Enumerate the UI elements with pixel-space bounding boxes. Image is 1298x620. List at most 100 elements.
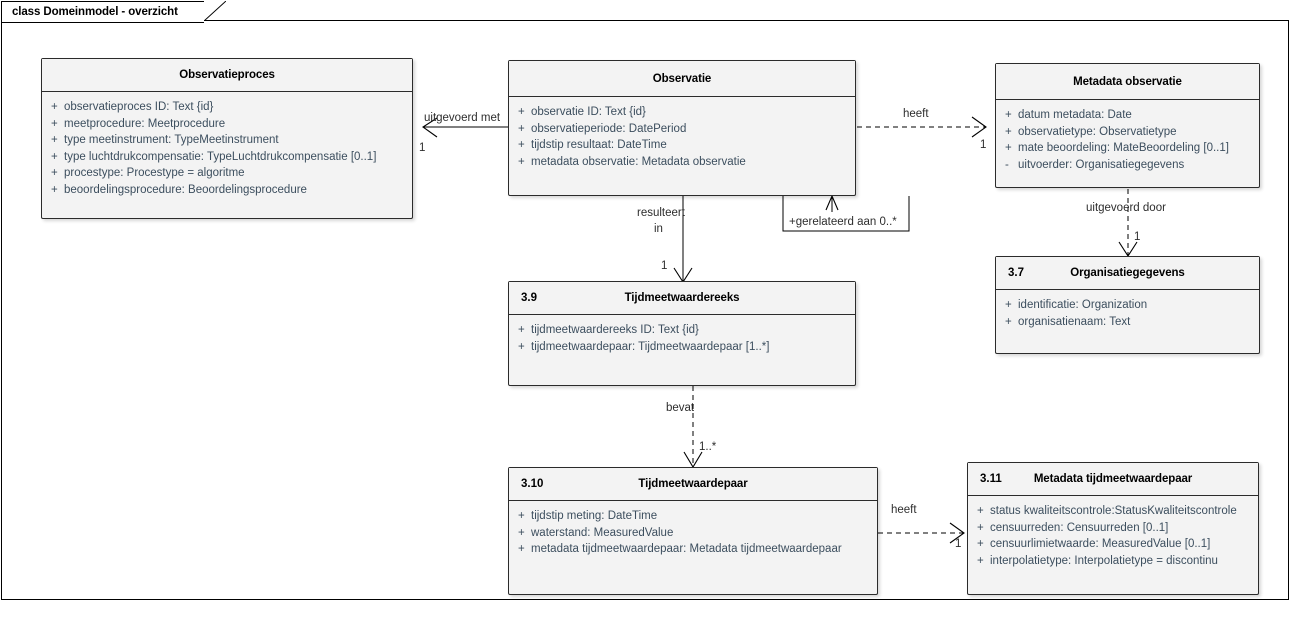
class-number-organisatiegegevens: 3.7 [1008, 267, 1024, 279]
attribute-text: censuurreden: Censuurreden [0..1] [990, 521, 1169, 534]
attribute-row: + tijdstip resultaat: DateTime [509, 137, 855, 154]
attribute-text: uitvoerder: Organisatiegegevens [1018, 158, 1185, 171]
attribute-row: -uitvoerder: Organisatiegegevens [996, 157, 1259, 174]
attribute-row: + waterstand: MeasuredValue [509, 525, 877, 542]
attribute-row: +observatie ID: Text {id} [509, 104, 855, 121]
attribute-text: tijdstip meting: DateTime [531, 510, 658, 522]
attribute-text: observatieperiode: DatePeriod [531, 122, 687, 135]
attribute-visibility: + [1005, 142, 1012, 154]
attribute-visibility: + [977, 554, 984, 567]
class-title-tijdmeetwaardereeks: Tijdmeetwaardereeks [624, 292, 740, 304]
attribute-visibility: + [1005, 315, 1012, 328]
class-title-tijdmeetwaardepaar: Tijdmeetwaardepaar [638, 478, 748, 490]
attribute-visibility: + [977, 505, 984, 517]
class-title-metadata-tijdmeetwaardepaar: Metadata tijdmeetwaardepaar [1033, 473, 1193, 485]
class-attributes-observatie: +observatie ID: Text {id} +observatieper… [509, 97, 855, 176]
frame-tab-slant-icon [204, 1, 226, 21]
attribute-row: +censuurlimietwaarde: MeasuredValue [0..… [968, 536, 1258, 553]
attribute-visibility: + [518, 340, 525, 353]
attribute-visibility: + [518, 526, 525, 539]
attribute-text: interpolatietype: Interpolatietype = dis… [990, 554, 1218, 567]
attribute-row: + observatieperiode: DatePeriod [509, 121, 855, 138]
class-header-tijdmeetwaardereeks: 3.9 Tijdmeetwaardereeks [509, 282, 855, 315]
relation-mult-bevat: 1..* [699, 441, 717, 453]
class-attributes-metadata-tijdmeetwaardepaar: + status kwaliteitscontrole:StatusKwalite… [968, 496, 1258, 575]
attribute-visibility: + [51, 134, 58, 146]
attribute-row: + procestype: Procestype = algoritme [42, 165, 412, 182]
class-title-observatie: Observatie [652, 72, 712, 85]
attribute-text: organisatienaam: Text [1018, 315, 1131, 328]
class-attributes-organisatiegegevens: + identificatie: Organization + organisati… [996, 290, 1259, 336]
attribute-text: datum metadata: Date [1018, 109, 1132, 121]
class-header-organisatiegegevens: 3.7 Organisatiegegevens [996, 257, 1259, 290]
attribute-text: identificatie: Organization [1018, 299, 1148, 311]
class-header-observatie: Observatie [509, 61, 855, 97]
class-box-observatie[interactable]: Observatie +observatie ID: Text {id} +ob… [508, 60, 856, 196]
attribute-text: meetprocedure: Meetprocedure [64, 117, 226, 130]
attribute-row: + type meetinstrument: TypeMeetinstrument [42, 132, 412, 149]
relation-label-bevat: bevat [666, 402, 695, 414]
class-header-metadata-observatie: Metadata observatie [996, 64, 1259, 100]
class-attributes-metadata-observatie: + datum metadata: Date +observatietype: O… [996, 100, 1259, 179]
attribute-row: + interpolatietype: Interpolatietype = di… [968, 553, 1258, 570]
relation-mult-heeft-metadata-tijdmeetwaardepaar: 1 [955, 538, 962, 550]
class-attributes-tijdmeetwaardereeks: +tijdmeetwaardereeks ID: Text {id} +tijd… [509, 315, 855, 361]
relation-label-heeft-metadata-observatie: heeft [903, 108, 929, 120]
attribute-row: + tijdmeetwaardepaar: Tijdmeetwaardepaar … [509, 339, 855, 356]
class-box-observatieproces[interactable]: Observatieproces + observatieproces ID: T… [41, 58, 413, 219]
attribute-visibility: + [518, 122, 525, 135]
attribute-visibility: + [1005, 109, 1012, 121]
diagram-frame [1, 20, 1289, 600]
attribute-visibility: + [1005, 299, 1012, 311]
class-attributes-observatieproces: + observatieproces ID: Text {id} + meetpro… [42, 92, 412, 204]
class-box-metadata-observatie[interactable]: Metadata observatie + datum metadata: Dat… [995, 63, 1260, 188]
attribute-row: + datum metadata: Date [996, 107, 1259, 124]
attribute-row: +beoordelingsprocedure: Beoordelingsproc… [42, 182, 412, 199]
attribute-text: metadata tijdmeetwaardepaar: Metadata ti… [531, 543, 842, 555]
class-box-metadata-tijdmeetwaardepaar[interactable]: 3.11 Metadata tijdmeetwaardepaar + status… [967, 462, 1259, 595]
attribute-visibility: + [51, 167, 58, 179]
attribute-text: metadata observatie: Metadata observatie [531, 155, 746, 168]
attribute-text: waterstand: MeasuredValue [531, 526, 674, 539]
attribute-visibility: + [518, 324, 525, 336]
relation-label-in: in [654, 223, 663, 235]
diagram-frame-tab: class Domeinmodel - overzicht [1, 1, 226, 23]
relation-label-uitgevoerd-door: uitgevoerd door [1086, 202, 1166, 214]
attribute-visibility: + [977, 521, 984, 534]
attribute-text: observatie ID: Text {id} [531, 106, 646, 118]
class-box-tijdmeetwaardepaar[interactable]: 3.10 Tijdmeetwaardepaar +tijdstip meting… [508, 467, 878, 595]
class-header-tijdmeetwaardepaar: 3.10 Tijdmeetwaardepaar [509, 468, 877, 501]
class-header-metadata-tijdmeetwaardepaar: 3.11 Metadata tijdmeetwaardepaar [968, 463, 1258, 496]
attribute-row: + identificatie: Organization [996, 297, 1259, 314]
attribute-text: procestype: Procestype = algoritme [64, 167, 245, 179]
attribute-row: +metadata observatie: Metadata observati… [509, 154, 855, 171]
class-number-tijdmeetwaardepaar: 3.10 [521, 478, 544, 490]
attribute-text: type meetinstrument: TypeMeetinstrument [64, 134, 279, 146]
relation-label-heeft-metadata-tijdmeetwaardepaar: heeft [891, 504, 917, 516]
attribute-visibility: + [51, 117, 58, 130]
attribute-visibility: + [1005, 125, 1012, 138]
class-title-observatieproces: Observatieproces [179, 69, 275, 81]
class-box-tijdmeetwaardereeks[interactable]: 3.9 Tijdmeetwaardereeks +tijdmeetwaarder… [508, 281, 856, 386]
attribute-text: tijdmeetwaardepaar: Tijdmeetwaardepaar [… [531, 340, 770, 353]
diagram-frame-label: class Domeinmodel - overzicht [12, 6, 178, 18]
attribute-row: +tijdstip meting: DateTime [509, 508, 877, 525]
attribute-text: status kwaliteitscontrole:StatusKwalitei… [990, 505, 1237, 517]
class-box-organisatiegegevens[interactable]: 3.7 Organisatiegegevens + identificatie: … [995, 256, 1260, 354]
attribute-visibility: + [51, 150, 58, 163]
attribute-visibility: + [518, 139, 525, 151]
attribute-text: observatieproces ID: Text {id} [64, 101, 214, 113]
class-header-observatieproces: Observatieproces [42, 59, 412, 92]
class-number-metadata-tijdmeetwaardepaar: 3.11 [980, 473, 1002, 485]
attribute-row: + observatieproces ID: Text {id} [42, 99, 412, 116]
attribute-text: tijdstip resultaat: DateTime [531, 139, 667, 151]
attribute-text: censuurlimietwaarde: MeasuredValue [0..1… [990, 538, 1211, 550]
attribute-visibility: + [51, 101, 58, 113]
relation-mult-uitgevoerd-door: 1 [1134, 231, 1141, 243]
relation-mult-heeft-metadata-observatie: 1 [980, 139, 987, 151]
attribute-row: + censuurreden: Censuurreden [0..1] [968, 520, 1258, 537]
attribute-row: + meetprocedure: Meetprocedure [42, 116, 412, 133]
attribute-text: beoordelingsprocedure: Beoordelingsproce… [64, 183, 307, 196]
attribute-row: +type luchtdrukcompensatie: TypeLuchtdru… [42, 149, 412, 166]
attribute-row: +observatietype: Observatietype [996, 124, 1259, 141]
